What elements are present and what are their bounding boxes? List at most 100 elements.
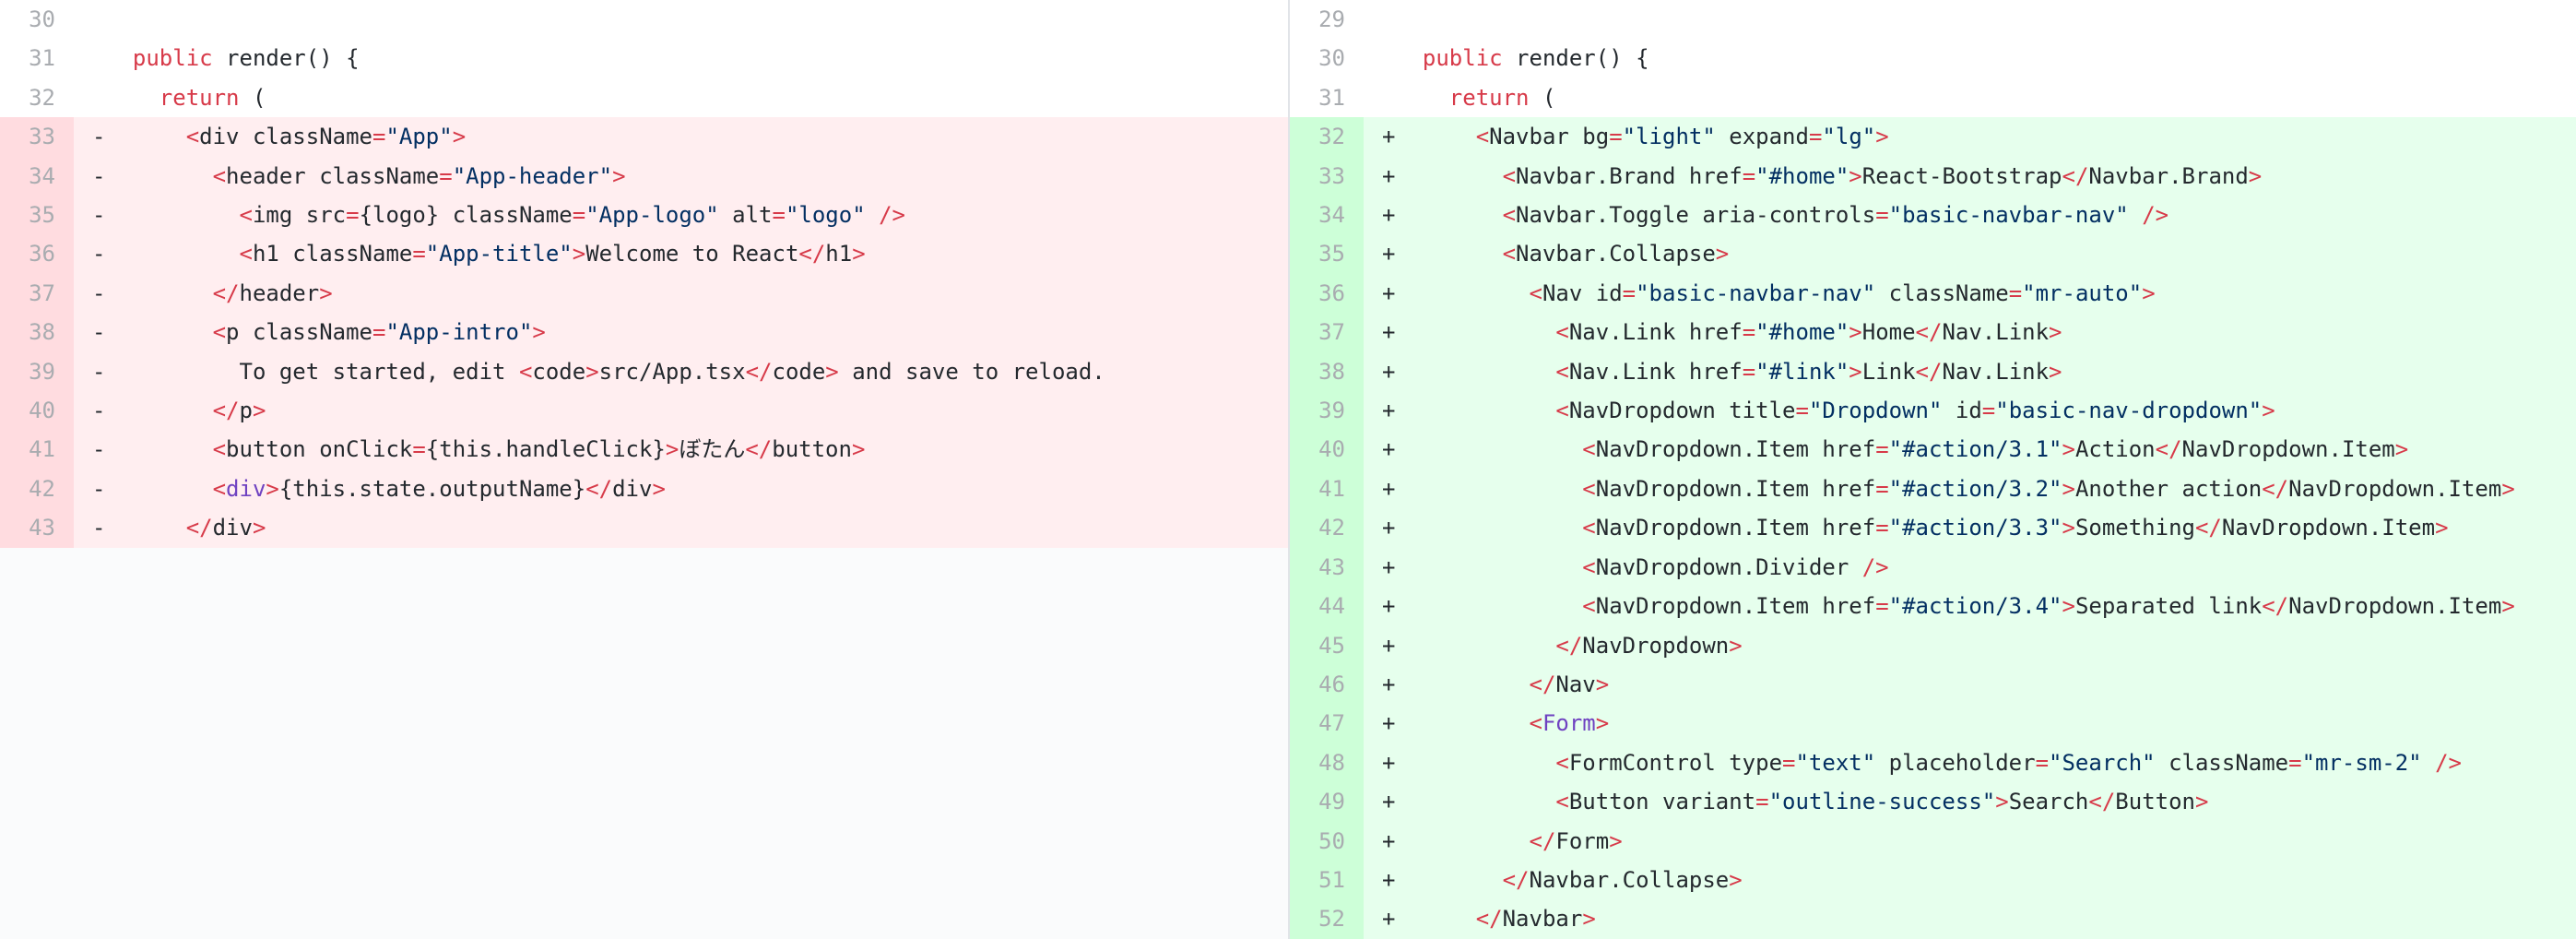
line-number[interactable]: 42 <box>0 469 74 509</box>
line-number[interactable]: 51 <box>1290 860 1364 900</box>
line-number[interactable]: 33 <box>0 117 74 157</box>
line-number[interactable]: 47 <box>1290 704 1364 743</box>
code-token: ( <box>239 84 266 111</box>
code-line: - <p className="App-intro"> <box>74 313 1288 351</box>
code-token <box>106 163 213 189</box>
code-token: {this.handleClick} <box>425 436 666 463</box>
code-token: < <box>1502 241 1517 267</box>
code-token <box>1396 398 1555 423</box>
code-token: "#home" <box>1755 319 1849 346</box>
code-token: Another action <box>2074 475 2263 502</box>
code-token: > <box>2195 789 2209 815</box>
code-token: < <box>1502 162 1517 189</box>
code-token: < <box>1555 358 1569 385</box>
line-number[interactable]: 31 <box>1290 77 1364 118</box>
code-token <box>1396 163 1503 189</box>
line-number[interactable]: 43 <box>0 508 74 548</box>
diff-row: 45+ </NavDropdown> <box>1290 625 2576 665</box>
line-number[interactable]: 33 <box>1290 156 1364 196</box>
line-number[interactable]: 41 <box>0 430 74 470</box>
line-number[interactable]: 49 <box>1290 782 1364 822</box>
line-number[interactable]: 46 <box>1290 664 1364 705</box>
line-number[interactable]: 43 <box>1290 547 1364 588</box>
diff-marker: + <box>1382 671 1396 697</box>
line-number[interactable]: 52 <box>1290 899 1364 939</box>
code-token: = <box>1875 515 1889 541</box>
line-number[interactable]: 38 <box>1290 351 1364 392</box>
code-token <box>866 202 879 228</box>
diff-row: 34- <header className="App-header"> <box>0 156 1288 196</box>
code-token: Home <box>1861 319 1916 346</box>
diff-marker: - <box>92 358 106 385</box>
line-number[interactable]: 36 <box>1290 273 1364 314</box>
code-token: expand <box>1715 124 1809 150</box>
code-token: {this.state.outputName} <box>278 475 586 502</box>
line-number[interactable]: 34 <box>0 156 74 196</box>
code-token: < <box>1582 593 1596 620</box>
code-token: "App" <box>385 124 453 150</box>
code-line: + <FormControl type="text" placeholder="… <box>1364 743 2576 782</box>
code-token: Search <box>2008 789 2089 815</box>
code-token: button onClick <box>226 436 413 463</box>
diff-row: 43+ <NavDropdown.Divider /> <box>1290 547 2576 588</box>
line-number[interactable]: 39 <box>0 351 74 392</box>
line-number[interactable]: 37 <box>0 273 74 314</box>
code-token: > <box>572 241 586 267</box>
diff-row: 38+ <Nav.Link href="#link">Link</Nav.Lin… <box>1290 351 2576 392</box>
line-number[interactable]: 48 <box>1290 743 1364 783</box>
code-token: = <box>772 202 786 229</box>
code-token: </ <box>585 475 613 502</box>
code-token: alt <box>718 202 773 229</box>
line-number[interactable]: 44 <box>1290 587 1364 626</box>
code-token: "Dropdown" <box>1808 398 1943 424</box>
code-token: </ <box>2262 593 2289 620</box>
line-number[interactable]: 39 <box>1290 391 1364 431</box>
code-token: h1 className <box>252 241 413 267</box>
line-number[interactable]: 40 <box>0 391 74 431</box>
code-token: < <box>239 241 253 267</box>
line-number[interactable]: 31 <box>0 39 74 78</box>
code-line: + <Nav id="basic-navbar-nav" className="… <box>1364 274 2576 313</box>
code-token: > <box>1609 827 1623 854</box>
line-number[interactable]: 35 <box>1290 234 1364 274</box>
line-number[interactable]: 32 <box>0 77 74 118</box>
line-number[interactable]: 35 <box>0 196 74 235</box>
code-token <box>1396 476 1582 502</box>
code-token <box>1396 515 1582 541</box>
diff-row: 37+ <Nav.Link href="#home">Home</Nav.Lin… <box>1290 313 2576 352</box>
code-token: className <box>1875 279 2009 306</box>
code-token: NavDropdown.Item <box>2221 515 2436 541</box>
line-number[interactable]: 41 <box>1290 469 1364 509</box>
code-token: > <box>2501 593 2515 620</box>
diff-marker: + <box>1382 398 1396 424</box>
diff-marker: - <box>92 241 106 267</box>
line-number[interactable]: 34 <box>1290 196 1364 235</box>
code-token: Navbar.Collapse <box>1529 866 1730 893</box>
line-number[interactable]: 38 <box>0 313 74 352</box>
code-line: + <Navbar bg="light" expand="lg"> <box>1364 117 2576 156</box>
code-token: = <box>1622 279 1637 306</box>
line-number[interactable]: 30 <box>1290 39 1364 78</box>
diff-row: 46+ </Nav> <box>1290 664 2576 705</box>
diff-marker: + <box>1382 241 1396 267</box>
line-number[interactable]: 40 <box>1290 430 1364 470</box>
code-token: Navbar.Collapse <box>1516 241 1716 267</box>
code-token <box>106 124 186 149</box>
code-token: Nav.Link href <box>1568 358 1743 385</box>
code-token <box>106 398 213 423</box>
code-token: Something <box>2074 515 2195 541</box>
line-number[interactable]: 45 <box>1290 625 1364 665</box>
line-number[interactable]: 42 <box>1290 508 1364 548</box>
line-number[interactable]: 50 <box>1290 821 1364 861</box>
line-number[interactable]: 36 <box>0 234 74 274</box>
diff-row: 40+ <NavDropdown.Item href="#action/3.1"… <box>1290 430 2576 470</box>
line-number[interactable]: 29 <box>1290 0 1364 40</box>
code-token: < <box>212 162 227 189</box>
code-token: > <box>452 124 467 150</box>
diff-row: 38- <p className="App-intro"> <box>0 313 1288 352</box>
code-token: </ <box>2155 436 2182 463</box>
line-number[interactable]: 30 <box>0 0 74 40</box>
line-number[interactable]: 37 <box>1290 313 1364 352</box>
line-number[interactable]: 32 <box>1290 117 1364 157</box>
